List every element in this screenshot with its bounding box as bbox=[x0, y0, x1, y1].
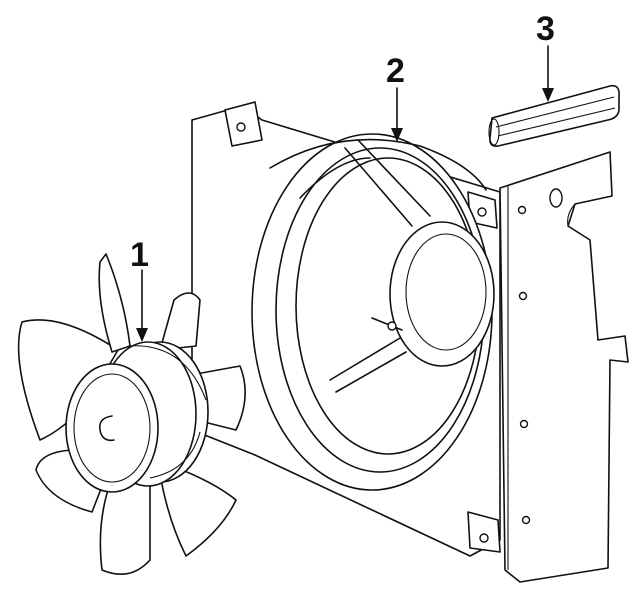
callout-2: 2 bbox=[386, 52, 405, 142]
fan-shroud bbox=[191, 101, 501, 557]
side-bracket bbox=[499, 151, 629, 583]
seal-strip bbox=[488, 84, 620, 147]
callout-arrow-1 bbox=[136, 328, 148, 342]
callout-arrow-3 bbox=[542, 88, 554, 102]
callout-label-3: 3 bbox=[536, 10, 555, 48]
fan-motor-assembly bbox=[17, 253, 246, 576]
callout-1: 1 bbox=[130, 236, 149, 342]
callout-label-1: 1 bbox=[130, 236, 149, 274]
callout-3: 3 bbox=[536, 10, 555, 102]
callout-arrow-2 bbox=[391, 128, 403, 142]
callout-label-2: 2 bbox=[386, 52, 405, 90]
